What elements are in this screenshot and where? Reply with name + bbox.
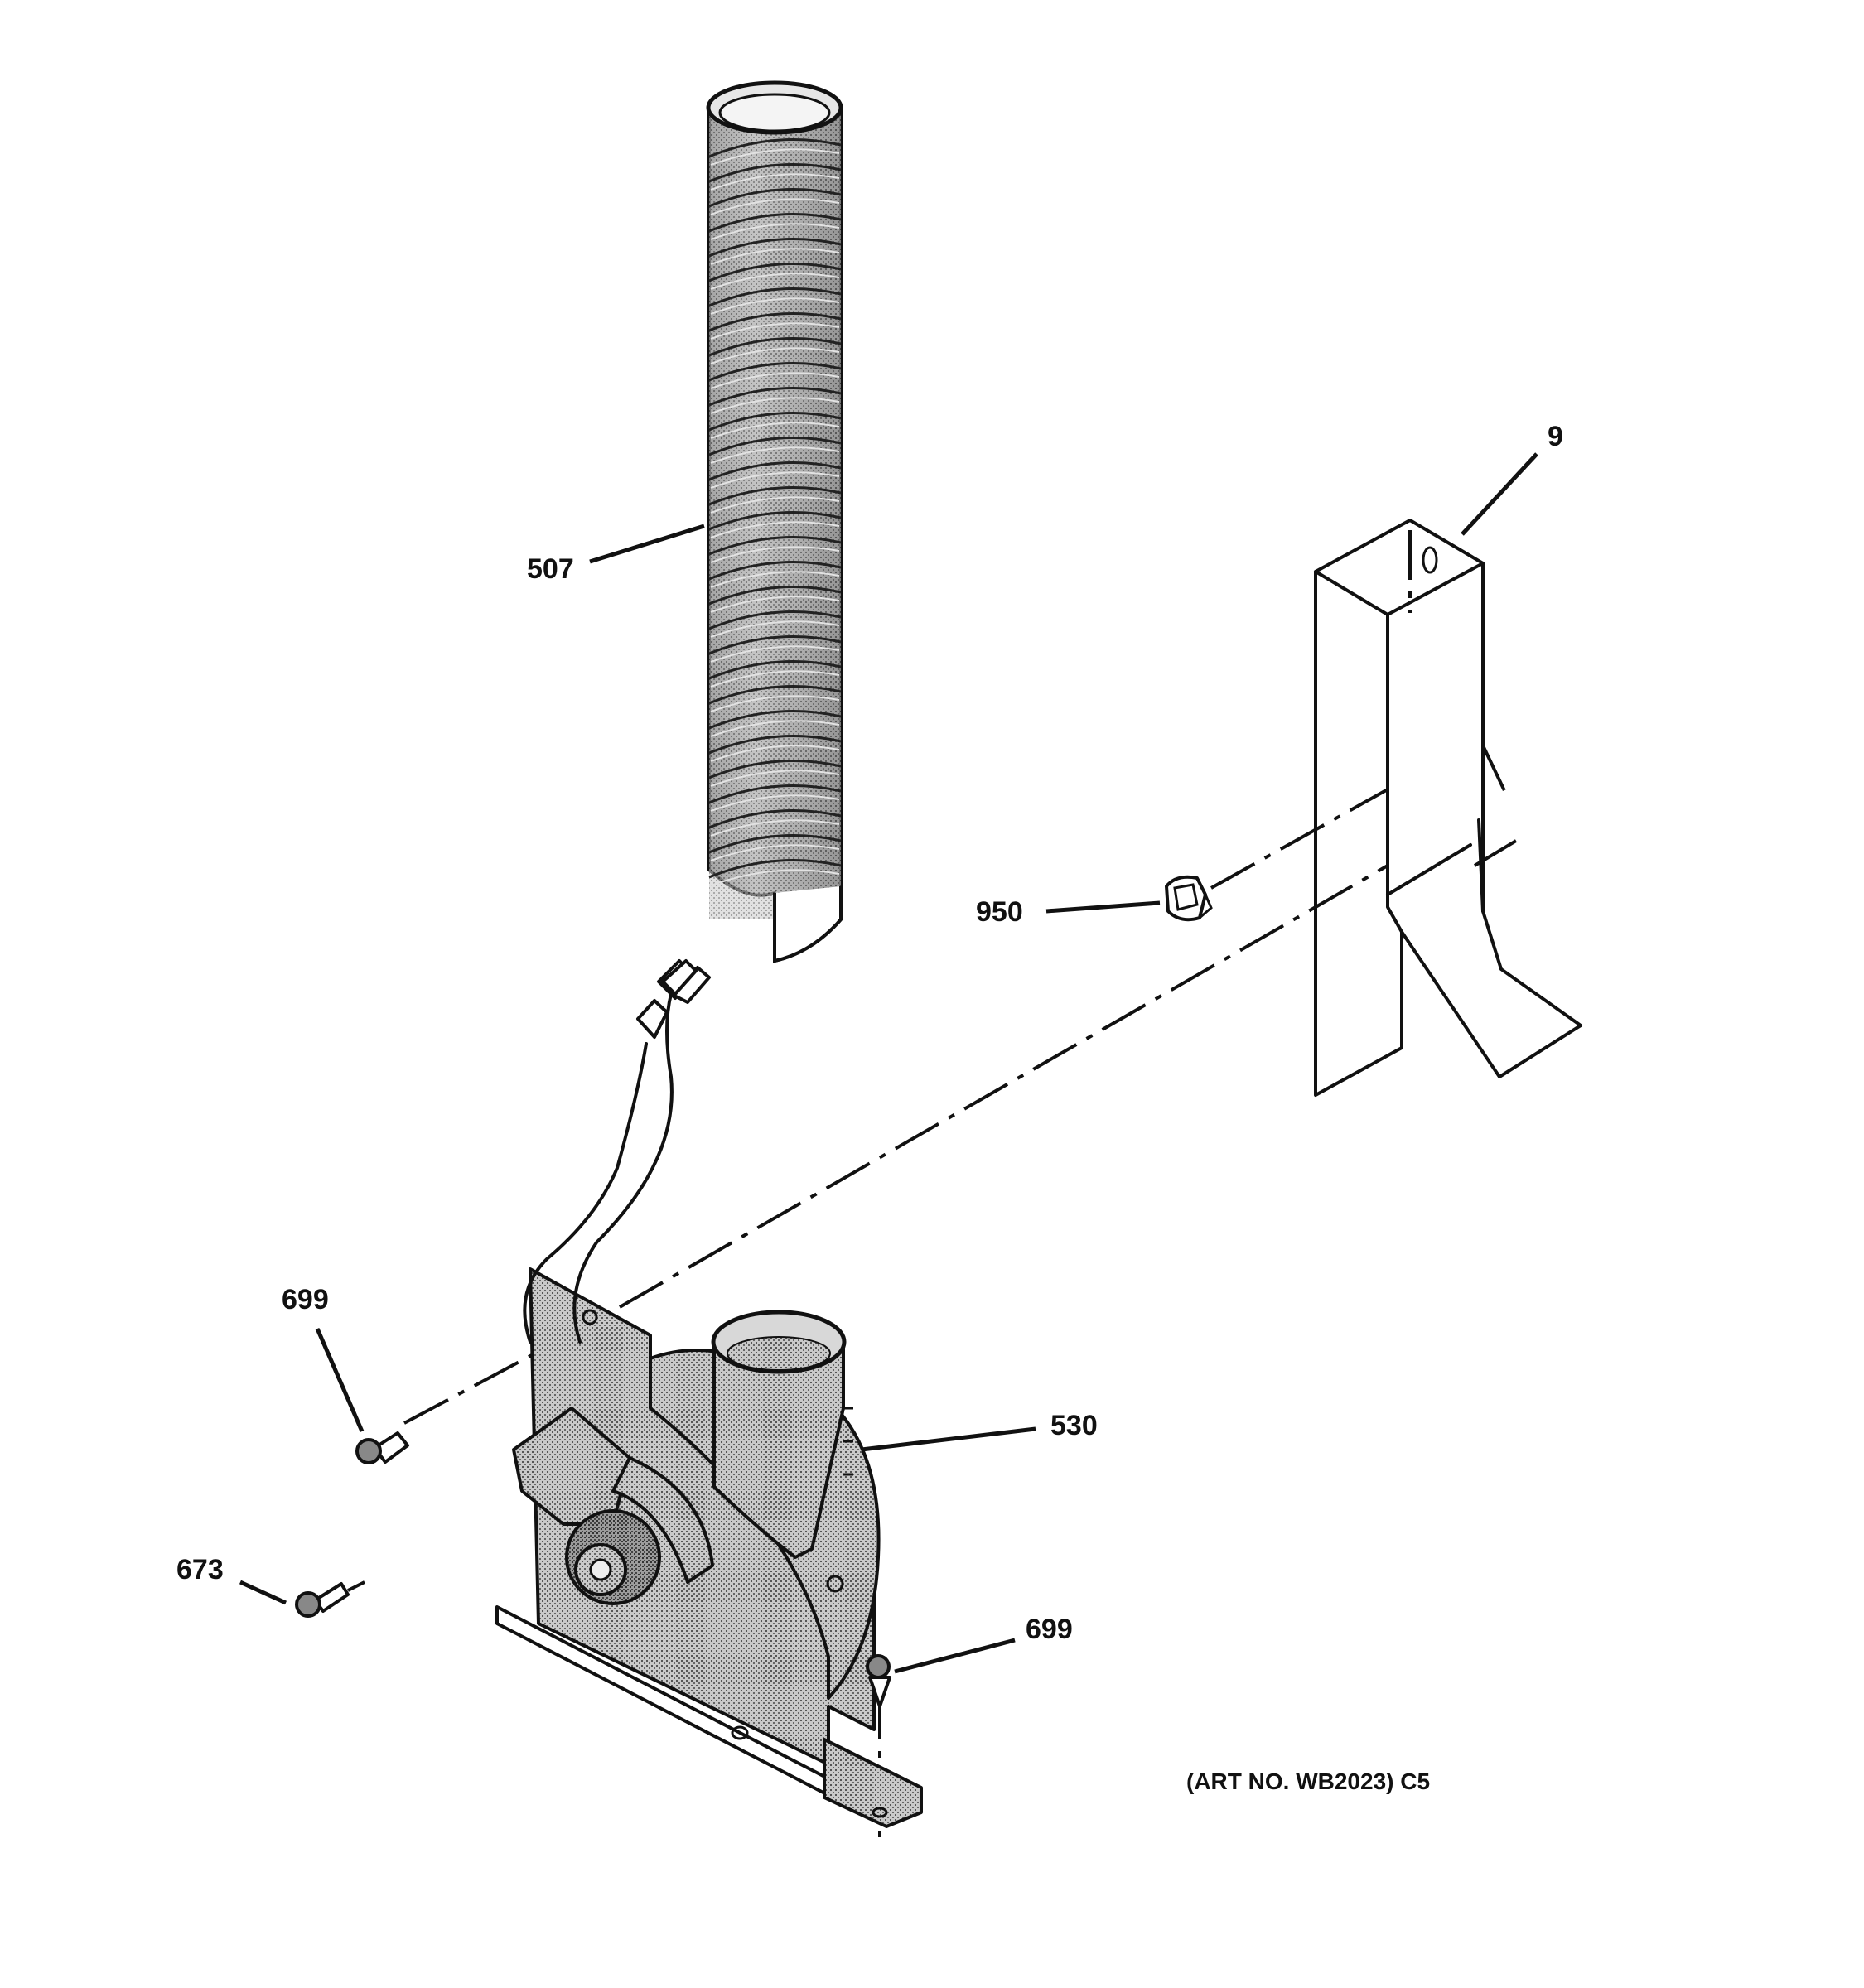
duct-rib-highlight bbox=[710, 670, 840, 688]
duct-rib-highlight bbox=[710, 446, 840, 464]
duct-rib bbox=[708, 486, 842, 506]
duct-rib bbox=[708, 635, 842, 655]
duct-rib bbox=[708, 660, 842, 680]
duct-rib-highlight bbox=[710, 198, 840, 215]
screw-699-upper bbox=[355, 1431, 409, 1464]
duct-rib bbox=[708, 710, 842, 730]
duct-rib-highlight bbox=[710, 770, 840, 787]
callout-507: 507 bbox=[527, 553, 574, 585]
duct-rib-highlight bbox=[710, 322, 840, 340]
duct-rib-highlight bbox=[710, 645, 840, 663]
duct-rib bbox=[708, 511, 842, 531]
duct-rib-highlight bbox=[710, 521, 840, 538]
duct-rib-highlight bbox=[710, 695, 840, 712]
duct-rib-highlight bbox=[710, 173, 840, 191]
duct-rib bbox=[708, 412, 842, 432]
duct-ribs bbox=[708, 138, 842, 886]
callout-699-upper: 699 bbox=[282, 1284, 329, 1315]
duct-rib-highlight bbox=[710, 347, 840, 364]
duct-rib bbox=[708, 760, 842, 779]
duct-rib bbox=[708, 610, 842, 630]
duct-rib-highlight bbox=[710, 297, 840, 315]
duct-rib bbox=[708, 809, 842, 829]
duct-rib bbox=[708, 784, 842, 804]
duct-rib-highlight bbox=[710, 745, 840, 762]
duct-rib bbox=[708, 238, 842, 258]
callout-950: 950 bbox=[976, 896, 1023, 928]
mounting-hole bbox=[872, 1807, 888, 1818]
duct-rib-highlight bbox=[710, 471, 840, 489]
duct-rib-highlight bbox=[710, 596, 840, 613]
leader-lines bbox=[239, 452, 1538, 1674]
duct-rib-highlight bbox=[710, 496, 840, 514]
duct-rib bbox=[708, 735, 842, 755]
duct-rib-highlight bbox=[710, 794, 840, 812]
duct-rib-highlight bbox=[710, 372, 840, 389]
duct-rib-highlight bbox=[710, 720, 840, 737]
duct-rib-highlight bbox=[710, 819, 840, 837]
art-number: (ART NO. WB2023) C5 bbox=[1186, 1768, 1430, 1794]
flexible-duct bbox=[706, 80, 843, 963]
duct-rib bbox=[708, 859, 842, 879]
duct-rib bbox=[708, 163, 842, 183]
duct-rib-highlight bbox=[710, 422, 840, 439]
duct-rib bbox=[708, 263, 842, 282]
duct-rib bbox=[708, 437, 842, 456]
duct-rib bbox=[708, 287, 842, 307]
duct-rib bbox=[708, 461, 842, 481]
duct-rib bbox=[708, 586, 842, 606]
blower-assembly bbox=[495, 959, 923, 1828]
duct-rib bbox=[708, 188, 842, 208]
duct-rib bbox=[708, 138, 842, 158]
duct-rib bbox=[708, 685, 842, 705]
duct-rib bbox=[708, 561, 842, 581]
duct-rib-highlight bbox=[710, 248, 840, 265]
callout-699-lower: 699 bbox=[1026, 1614, 1073, 1645]
duct-rib-highlight bbox=[710, 273, 840, 290]
duct-rib-highlight bbox=[710, 148, 840, 166]
mounting-bracket bbox=[1314, 519, 1582, 1097]
callout-530: 530 bbox=[1050, 1410, 1098, 1441]
screw-699-lower bbox=[866, 1654, 891, 1708]
duct-rib-highlight bbox=[710, 869, 840, 886]
mounting-hole bbox=[731, 1725, 749, 1740]
duct-rib bbox=[708, 213, 842, 233]
bracket-slot bbox=[1422, 546, 1438, 574]
duct-rib bbox=[708, 536, 842, 556]
callout-673: 673 bbox=[176, 1554, 224, 1585]
callout-9: 9 bbox=[1548, 421, 1563, 452]
duct-rib-highlight bbox=[710, 397, 840, 414]
duct-rib-highlight bbox=[710, 620, 840, 638]
duct-rib bbox=[708, 834, 842, 854]
duct-rib-highlight bbox=[710, 223, 840, 240]
screw-673 bbox=[295, 1582, 350, 1618]
duct-rib bbox=[708, 337, 842, 357]
duct-rib bbox=[708, 387, 842, 407]
duct-rib-highlight bbox=[710, 844, 840, 861]
duct-rib-highlight bbox=[710, 571, 840, 588]
duct-rib-highlight bbox=[710, 546, 840, 563]
spring-clip bbox=[1165, 875, 1213, 922]
duct-rib bbox=[708, 312, 842, 332]
duct-rib bbox=[708, 362, 842, 382]
